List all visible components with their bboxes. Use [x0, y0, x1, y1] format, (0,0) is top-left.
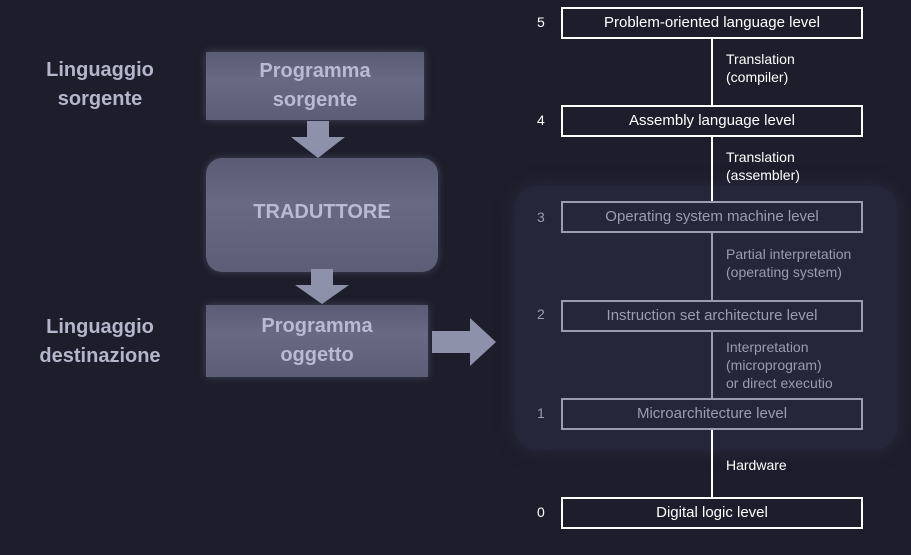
level-number: 4 — [537, 112, 545, 128]
line: Translation — [726, 149, 795, 165]
label-line: Linguaggio — [46, 316, 154, 338]
level-number: 1 — [537, 405, 545, 421]
line: (operating system) — [726, 264, 842, 280]
line: (assembler) — [726, 167, 800, 183]
level-number: 3 — [537, 209, 545, 225]
level-number: 2 — [537, 306, 545, 322]
connector — [711, 136, 713, 201]
label-line: destinazione — [39, 345, 161, 367]
transition-label: Interpretation (microprogram) or direct … — [726, 338, 871, 392]
transition-label: Partial interpretation (operating system… — [726, 245, 851, 281]
label-line: sorgente — [57, 88, 143, 110]
box-line: sorgente — [272, 89, 358, 111]
line: (microprogram) — [726, 357, 822, 373]
connector — [711, 331, 713, 398]
translator-box: TRADUTTORE — [206, 158, 438, 272]
level-box: Instruction set architecture level — [561, 300, 863, 332]
down-arrow-icon — [295, 269, 349, 304]
line: Interpretation — [726, 339, 809, 355]
line: (compiler) — [726, 69, 789, 85]
label-line: Linguaggio — [46, 59, 154, 81]
level-box: Digital logic level — [561, 497, 863, 529]
highlight-region — [515, 186, 897, 450]
line: Partial interpretation — [726, 246, 852, 262]
level-box: Operating system machine level — [561, 201, 863, 233]
level-box: Assembly language level — [561, 105, 863, 137]
source-program-box: Programma sorgente — [206, 52, 424, 120]
line: Hardware — [726, 457, 787, 473]
level-number: 0 — [537, 504, 545, 520]
level-number: 5 — [537, 14, 545, 30]
connector — [711, 38, 713, 105]
box-line: Programma — [259, 60, 371, 82]
box-line: Programma — [261, 315, 373, 337]
connector — [711, 232, 713, 300]
transition-label: Hardware — [726, 456, 787, 474]
line: or direct executio — [726, 375, 833, 391]
transition-label: Translation (assembler) — [726, 148, 800, 184]
box-line: oggetto — [280, 344, 354, 366]
connector — [711, 429, 713, 497]
transition-label: Translation (compiler) — [726, 50, 795, 86]
right-arrow-icon — [432, 318, 496, 366]
source-language-label: Linguaggio sorgente — [0, 56, 200, 114]
level-box: Microarchitecture level — [561, 398, 863, 430]
line: Translation — [726, 51, 795, 67]
translator-label: TRADUTTORE — [253, 201, 391, 223]
down-arrow-icon — [291, 121, 345, 158]
object-program-box: Programma oggetto — [206, 305, 428, 377]
level-box: Problem-oriented language level — [561, 7, 863, 39]
target-language-label: Linguaggio destinazione — [0, 313, 200, 371]
